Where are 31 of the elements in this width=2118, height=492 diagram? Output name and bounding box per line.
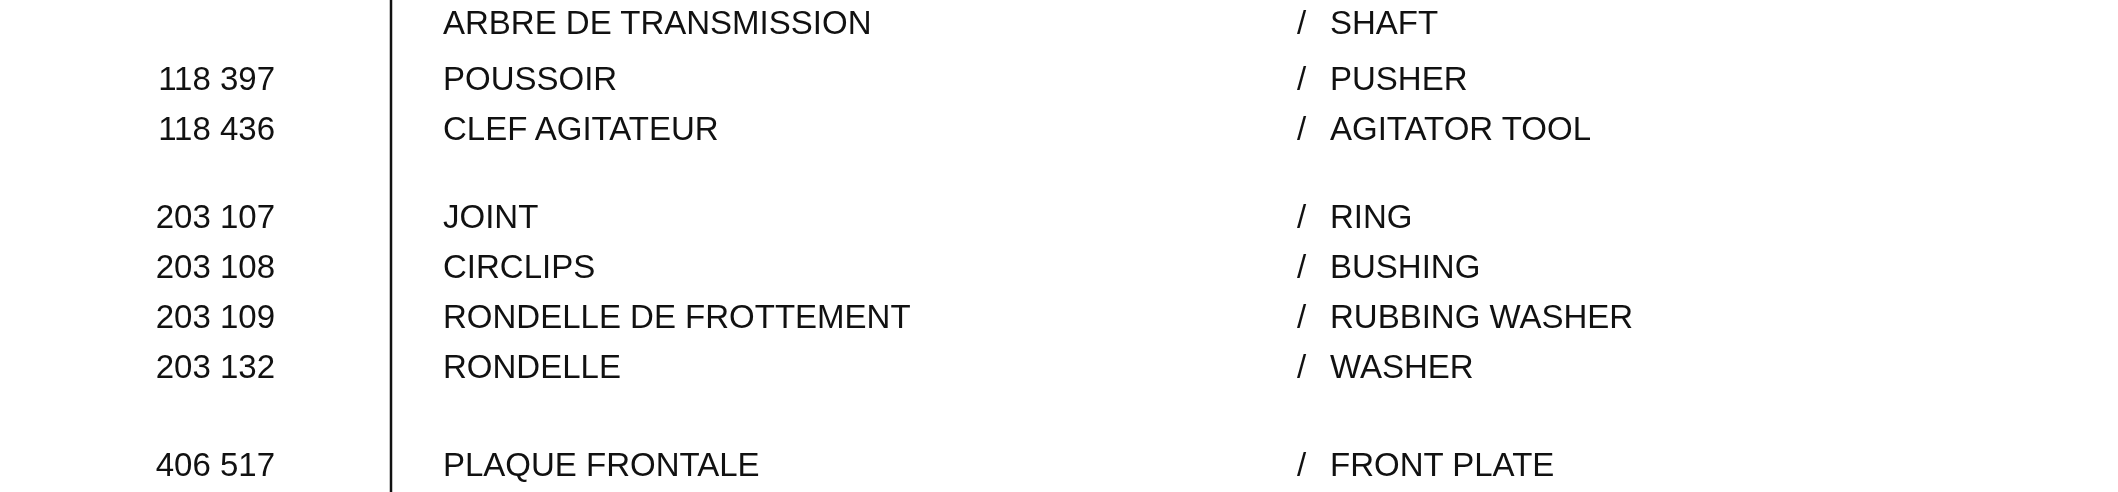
english-part-name: BUSHING (1330, 248, 1481, 286)
separator-slash: / (1297, 348, 1307, 386)
part-number: 406 517 (154, 446, 275, 484)
french-part-name: RONDELLE DE FROTTEMENT (443, 298, 911, 336)
separator-slash: / (1297, 248, 1307, 286)
english-part-name: FRONT PLATE (1330, 446, 1555, 484)
part-number: 203 132 (154, 348, 275, 386)
part-number: 118 397 (157, 60, 275, 98)
separator-slash: / (1297, 198, 1307, 236)
french-part-name: ARBRE DE TRANSMISSION (443, 4, 872, 42)
separator-slash: / (1297, 4, 1307, 42)
separator-slash: / (1297, 110, 1307, 148)
french-part-name: RONDELLE (443, 348, 621, 386)
french-part-name: CLEF AGITATEUR (443, 110, 719, 148)
french-part-name: JOINT (443, 198, 539, 236)
separator-slash: / (1297, 446, 1307, 484)
english-part-name: RING (1330, 198, 1413, 236)
part-number: 203 107 (154, 198, 275, 236)
french-part-name: CIRCLIPS (443, 248, 596, 286)
separator-slash: / (1297, 298, 1307, 336)
french-part-name: POUSSOIR (443, 60, 618, 98)
english-part-name: SHAFT (1330, 4, 1439, 42)
french-part-name: PLAQUE FRONTALE (443, 446, 760, 484)
english-part-name: PUSHER (1330, 60, 1468, 98)
english-part-name: AGITATOR TOOL (1330, 110, 1591, 148)
part-number: 118 436 (157, 110, 275, 148)
english-part-name: WASHER (1330, 348, 1474, 386)
part-number: 203 108 (154, 248, 275, 286)
part-number: 203 109 (154, 298, 275, 336)
separator-slash: / (1297, 60, 1307, 98)
english-part-name: RUBBING WASHER (1330, 298, 1634, 336)
